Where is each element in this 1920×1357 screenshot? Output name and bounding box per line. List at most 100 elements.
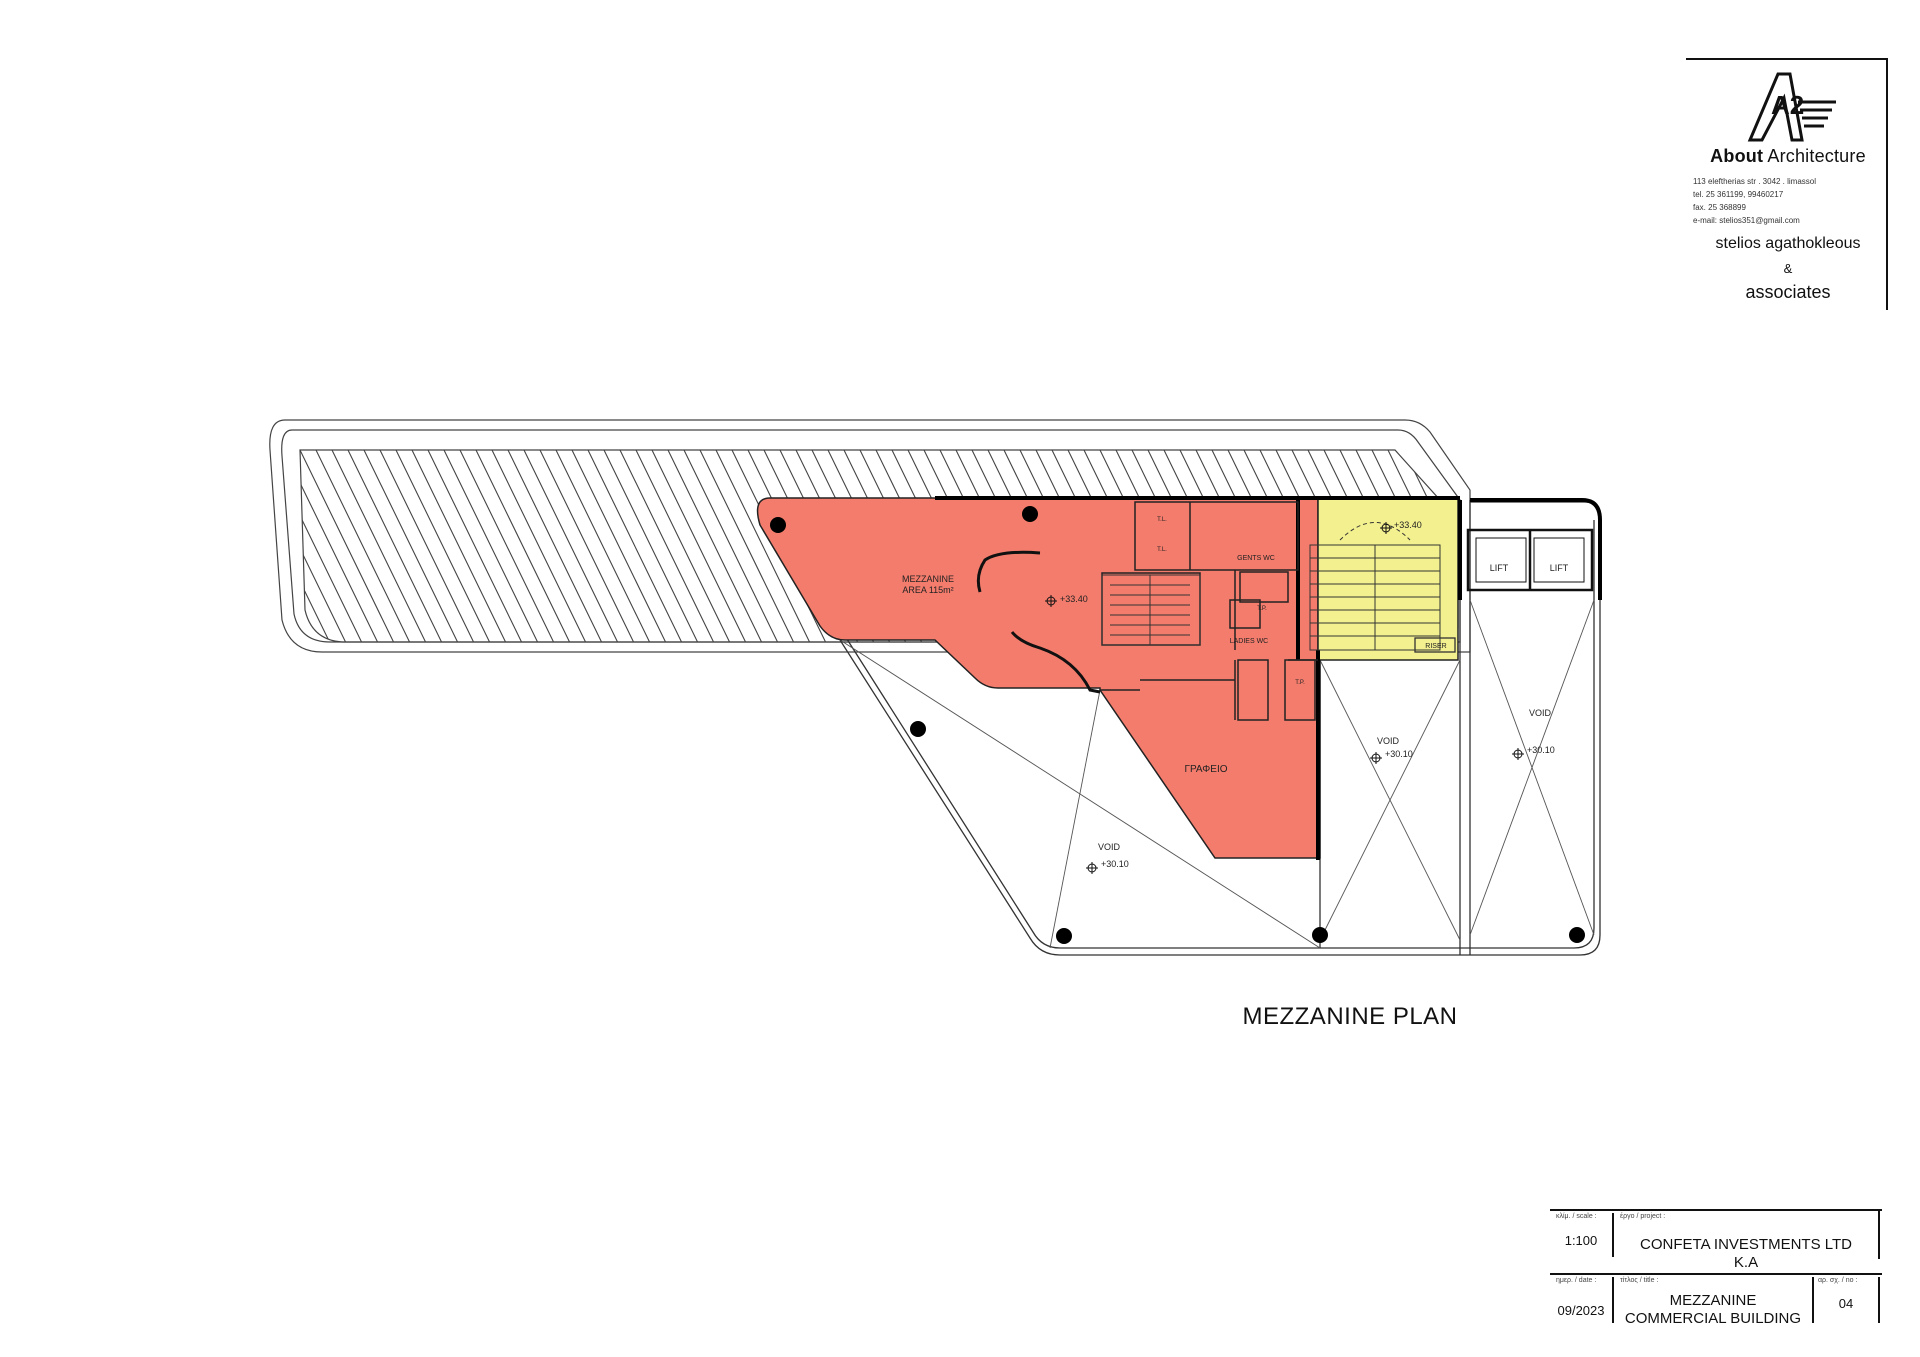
scale-value: 1:100 [1564, 1233, 1598, 1248]
hatch-line [411, 450, 508, 642]
lift-2-label: LIFT [1550, 563, 1569, 573]
info-block-top-border [1550, 1209, 1882, 1211]
info-block-middle-border [1550, 1273, 1882, 1275]
project-line-2: K.A [1733, 1254, 1759, 1271]
date-label: ημερ. / date : [1556, 1277, 1597, 1284]
wc-tag-4: T.P. [1295, 680, 1305, 686]
column [1056, 928, 1072, 944]
hatch-line [300, 450, 380, 642]
info-block-right-border-top [1878, 1209, 1880, 1259]
hatch-line [491, 450, 588, 642]
hatch-line [1468, 450, 1563, 645]
project-line-1: CONFETA INVESTMENTS LTD [1640, 1236, 1852, 1253]
hatch-line [539, 450, 636, 642]
level-markers [1045, 522, 1524, 874]
hatch-line [395, 450, 492, 642]
title-block [1686, 58, 1888, 310]
void-level-3: +30.10 [1527, 745, 1555, 755]
hatch-line [300, 450, 396, 642]
hatch-line [300, 450, 332, 642]
title-line-1: MEZZANINE [1669, 1292, 1757, 1309]
hatch-line [587, 450, 684, 642]
internal-stair [1101, 574, 1201, 646]
title-label: τίτλος / title : [1620, 1277, 1659, 1284]
columns [770, 506, 1585, 944]
hatch-line [523, 450, 620, 642]
partner-line-1: stelios agathokleous [1715, 235, 1861, 252]
curved-walls [976, 550, 1101, 694]
hatch-line [427, 450, 524, 642]
void-cross-lines [839, 599, 1595, 949]
hatch-line [667, 450, 764, 642]
firm-name-bold: About [1710, 146, 1764, 166]
hatch-line [1484, 450, 1579, 645]
info-block-right-border-bottom [1878, 1277, 1880, 1323]
info-block-divider-2 [1612, 1277, 1614, 1323]
core-stair [1309, 522, 1456, 653]
ladies-wc-label: LADIES WC [1230, 638, 1269, 645]
hatch-line [619, 450, 716, 642]
hatch-line [443, 450, 540, 642]
title-line-2: COMMERCIAL BUILDING [1624, 1310, 1802, 1327]
number-label: αρ. σχ. / no : [1818, 1277, 1858, 1284]
hatch-line [651, 450, 748, 642]
hatch-line [300, 450, 348, 642]
gents-wc-label: GENTS WC [1237, 555, 1275, 562]
void-label-1: VOID [1098, 842, 1121, 852]
hatch-line [571, 450, 668, 642]
hatch-line [699, 450, 796, 642]
firm-logo: A2 [1747, 72, 1836, 142]
office-label: ΓΡΑΦΕΙΟ [1184, 764, 1227, 775]
void-label-3: VOID [1529, 708, 1552, 718]
info-block-divider-3 [1812, 1277, 1814, 1323]
hatch-line [347, 450, 444, 642]
scale-label: κλίμ. / scale : [1556, 1213, 1597, 1220]
date-value: 09/2023 [1557, 1303, 1605, 1318]
firm-email: e-mail: stelios351@gmail.com [1693, 216, 1800, 225]
hatch-line [635, 450, 732, 642]
structural-walls [935, 496, 1602, 860]
column [910, 721, 926, 737]
firm-address: 113 eleftherias str . 3042 . limassol [1693, 177, 1817, 186]
lift-1-label: LIFT [1490, 563, 1509, 573]
partner-ampersand: & [1783, 261, 1793, 276]
firm-name: About Architecture [1690, 146, 1886, 167]
wc-tag-3: T.P. [1257, 606, 1267, 612]
hatch-line [603, 450, 700, 642]
hatch-line [300, 450, 364, 642]
hatch-line [1500, 450, 1595, 645]
firm-name-rest: Architecture [1763, 146, 1866, 166]
column [1022, 506, 1038, 522]
mezzanine-level-label: +33.40 [1060, 594, 1088, 604]
mezzanine-label: MEZZANINE [902, 574, 954, 584]
hatch-line [459, 450, 556, 642]
partner-line-2: associates [1745, 282, 1831, 302]
wc-tag-2: T.L. [1157, 547, 1167, 553]
hatch-line [1451, 450, 1458, 642]
info-block-divider-1 [1612, 1213, 1614, 1257]
column [1312, 927, 1328, 943]
hatch-line [475, 450, 572, 642]
firm-tel: tel. 25 361199, 99460217 [1693, 190, 1784, 199]
logo-mark-text: A2 [1771, 90, 1804, 120]
void-label-2: VOID [1377, 736, 1400, 746]
hatch-line [331, 450, 428, 642]
canopy-outline [269, 419, 1471, 653]
project-label: έργο / project : [1620, 1213, 1666, 1220]
void-level-2: +30.10 [1385, 749, 1413, 759]
hatch-line [507, 450, 604, 642]
hatch-line [683, 450, 780, 642]
hatch-line [315, 450, 412, 642]
hatch-line [379, 450, 476, 642]
stair-level-label: +33.40 [1394, 520, 1422, 530]
hatch-line [363, 450, 460, 642]
number-value: 04 [1838, 1296, 1854, 1311]
void-level-1: +30.10 [1101, 859, 1129, 869]
hatch-line [715, 450, 812, 642]
mezzanine-area-label: AREA 115m² [902, 585, 953, 595]
plan-title: MEZZANINE PLAN [1242, 1003, 1458, 1030]
column [770, 517, 786, 533]
column [1569, 927, 1585, 943]
lift-shafts [1466, 528, 1594, 592]
